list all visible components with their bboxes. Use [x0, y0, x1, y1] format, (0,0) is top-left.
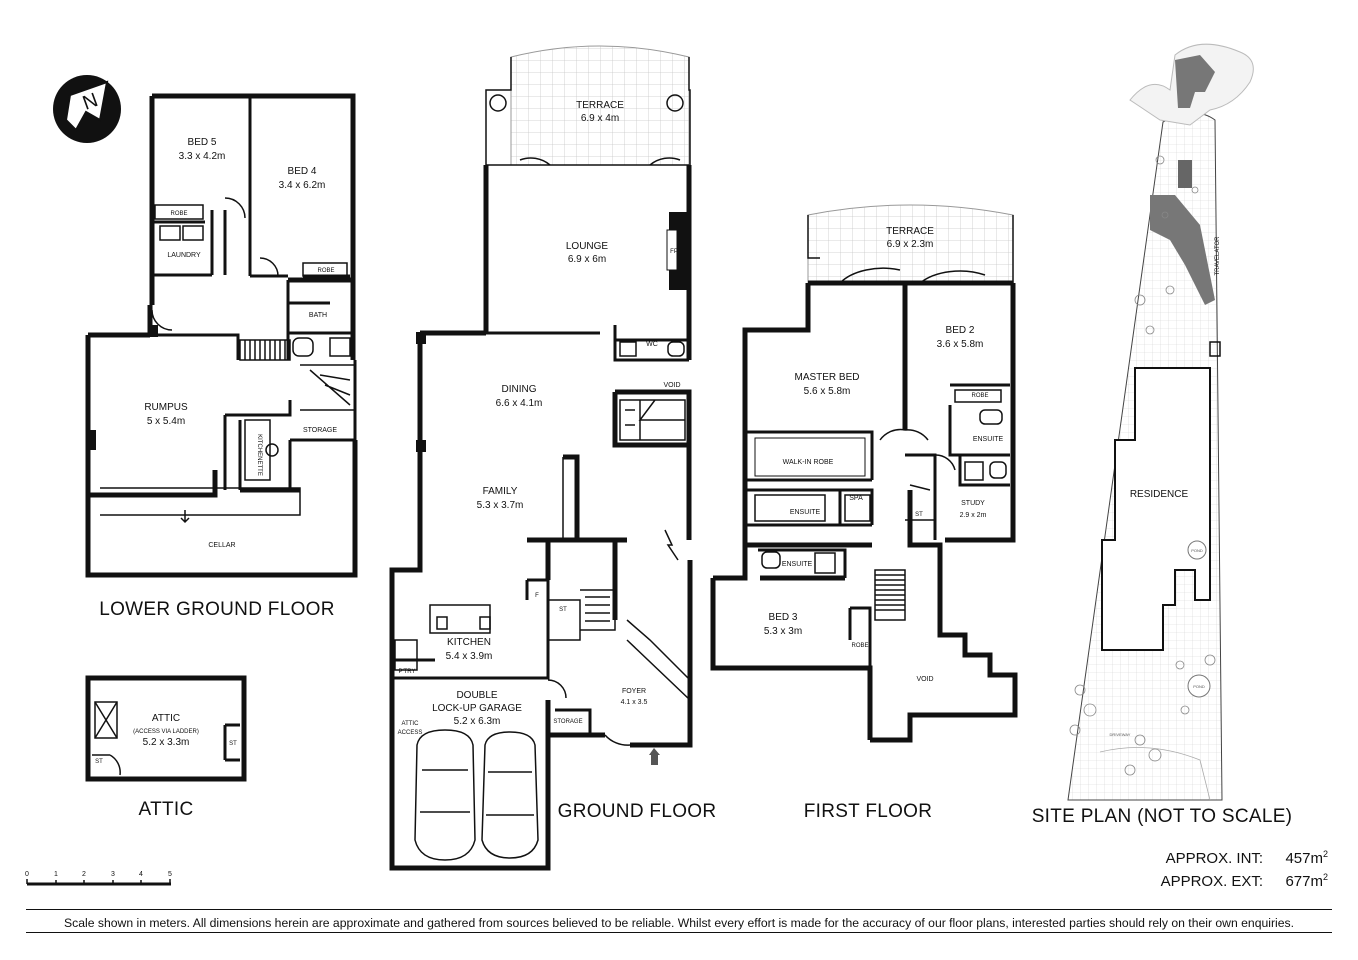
room-name: KITCHEN [447, 637, 491, 648]
area-value: 457m [1285, 850, 1323, 867]
room-name: RUMPUS [144, 402, 188, 413]
room-name: ENSUITE [790, 509, 821, 516]
room-dim: 6.9 x 6m [568, 254, 606, 265]
room-dim: 5.2 x 3.3m [143, 737, 190, 748]
floor-title-attic: ATTIC [139, 799, 194, 820]
floor-title-site: SITE PLAN (NOT TO SCALE) [1032, 806, 1293, 827]
room-name: FP [670, 249, 678, 255]
room-dim: 3.4 x 6.2m [279, 180, 326, 191]
room-name: ATTIC [152, 713, 180, 724]
room-name: ST [559, 607, 567, 613]
room-name: TERRACE [886, 226, 934, 237]
room-name: ST [915, 512, 923, 518]
site-label: TRAVELATOR [1215, 236, 1221, 276]
site-label: POND [1191, 548, 1203, 553]
floor-title-lower-ground: LOWER GROUND FLOOR [99, 599, 335, 620]
divider [26, 932, 1332, 933]
scale-tick-label: 5 [168, 871, 172, 878]
lower-ground-floor-plan: RUMPUS 5 x 5.4m BED 5 3.3 x 4.2m BED 4 3… [85, 93, 358, 578]
scale-tick-label: 1 [54, 871, 58, 878]
room-dim: 5 x 5.4m [147, 416, 185, 427]
room-name: VOID [663, 382, 680, 389]
first-floor-plan: MASTER BED 5.6 x 5.8m BED 2 3.6 x 5.8m T… [710, 204, 1018, 743]
room-dim: 6.9 x 2.3m [887, 239, 934, 250]
site-label: POND [1193, 684, 1205, 689]
room-name: ATTIC [402, 721, 420, 727]
floor-title-ground: GROUND FLOOR [558, 801, 717, 822]
scale-tick-label: 2 [82, 871, 86, 878]
room-name: DINING [502, 384, 537, 395]
room-dim: 2.9 x 2m [960, 512, 987, 519]
room-name: STUDY [961, 500, 985, 507]
room-dim: 5.3 x 3m [764, 626, 802, 637]
disclaimer-text: Scale shown in meters. All dimensions he… [64, 916, 1294, 930]
room-dim: 3.3 x 4.2m [179, 151, 226, 162]
room-dim: 5.6 x 5.8m [804, 386, 851, 397]
room-name: FAMILY [483, 486, 518, 497]
divider [26, 909, 1332, 910]
room-dim: 6.9 x 4m [581, 113, 619, 124]
site-plan: RESIDENCE TRAVELATOR DRIVEWAY POND POND [1067, 43, 1254, 801]
room-name: WC [646, 341, 658, 348]
area-unit-sup: 2 [1322, 872, 1328, 882]
room-name: P'TRY [398, 669, 415, 675]
room-name: BED 3 [769, 612, 798, 623]
room-name: LAUNDRY [167, 252, 201, 259]
scale-bar: 0 1 2 3 4 5 [25, 871, 172, 886]
room-name: ROBE [971, 393, 988, 399]
attic-plan: ATTIC (ACCESS VIA LADDER) 5.2 x 3.3m ST … [85, 675, 247, 782]
room-name: F [535, 593, 539, 599]
room-name: BED 5 [188, 137, 217, 148]
floor-title-first: FIRST FLOOR [804, 801, 933, 822]
room-name: CELLAR [208, 542, 235, 549]
area-label: APPROX. EXT: [1160, 873, 1264, 890]
room-name: BED 4 [288, 166, 317, 177]
scale-tick-label: 0 [25, 871, 29, 878]
stairs-lg [239, 339, 356, 411]
room-name: ROBE [170, 211, 187, 217]
room-name: VOID [916, 676, 933, 683]
room-dim: 3.6 x 5.8m [937, 339, 984, 350]
ground-floor-plan: TERRACE 6.9 x 4m LOUNGE 6.9 x 6m FP WC V… [389, 45, 693, 871]
room-name: DOUBLE [456, 690, 497, 701]
area-unit-sup: 2 [1322, 849, 1328, 859]
room-dim: 6.6 x 4.1m [496, 398, 543, 409]
room-name: ENSUITE [782, 561, 813, 568]
room-name: SPA [849, 495, 863, 502]
room-name: ST [95, 759, 103, 765]
room-dim: 5.2 x 6.3m [454, 716, 501, 727]
room-dim: 4.1 x 3.5 [621, 699, 648, 706]
room-name: TERRACE [576, 100, 624, 111]
room-name: MASTER BED [794, 372, 859, 383]
room-name: BED 2 [946, 325, 975, 336]
car-icon [414, 729, 539, 861]
room-name: ACCESS [398, 730, 423, 736]
room-name: ST [229, 741, 237, 747]
room-name: ENSUITE [973, 436, 1004, 443]
room-name: STORAGE [553, 719, 582, 725]
scale-tick-label: 4 [139, 871, 143, 878]
room-note: (ACCESS VIA LADDER) [133, 729, 199, 735]
room-name: KITCHENETTE [256, 434, 262, 476]
room-name: BATH [309, 312, 327, 319]
scale-tick-label: 3 [111, 871, 115, 878]
area-value: 677m [1285, 873, 1323, 890]
room-name: STORAGE [303, 427, 337, 434]
room-name: FOYER [622, 688, 646, 695]
compass-label: N [80, 89, 101, 115]
area-label: APPROX. INT: [1165, 850, 1264, 867]
room-name: LOUNGE [566, 241, 609, 252]
north-compass-icon: N [53, 75, 121, 143]
room-dim: 5.4 x 3.9m [446, 651, 493, 662]
site-label: DRIVEWAY [1110, 732, 1131, 737]
room-dim: 5.3 x 3.7m [477, 500, 524, 511]
room-name: WALK-IN ROBE [783, 459, 834, 466]
approx-ext-area: APPROX. EXT: 677m2 [1161, 872, 1328, 890]
site-label: RESIDENCE [1130, 489, 1189, 500]
room-name: ROBE [851, 643, 868, 649]
room-name: ROBE [317, 268, 334, 274]
room-name: LOCK-UP GARAGE [432, 703, 522, 714]
approx-int-area: APPROX. INT: 457m2 [1166, 849, 1328, 867]
